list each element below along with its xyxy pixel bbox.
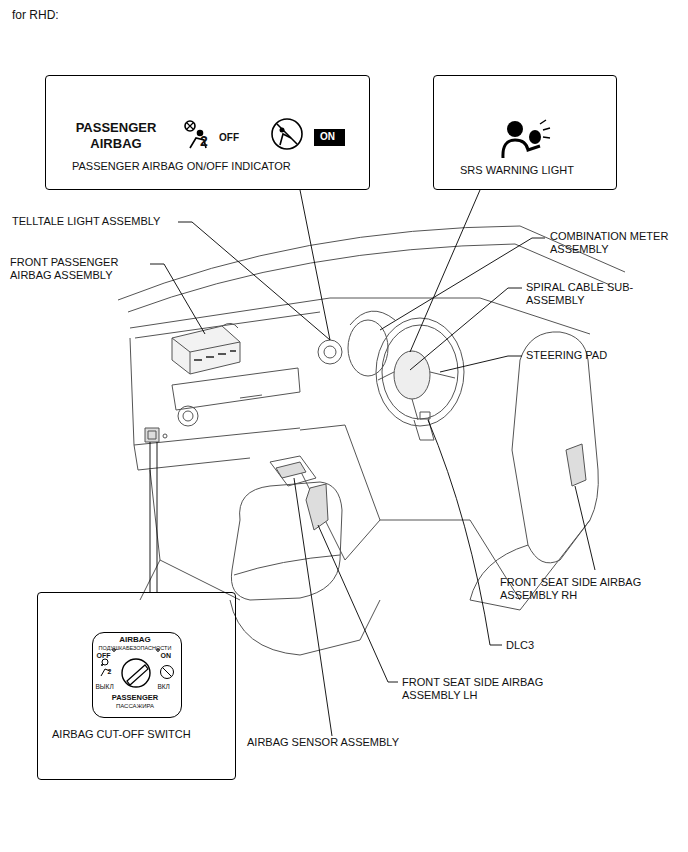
callout-box: AIRBAG CUT-OFF SWITCH AIRBAGПОДУШКАБЕЗОПА… — [37, 592, 236, 780]
switch-text: ПОДУШКАБЕЗОПАСНОСТИ — [93, 645, 178, 652]
part-name: FRONT PASSENGER AIRBAG ASSEMBLY — [10, 256, 150, 282]
switch-text: PASSENGER — [93, 693, 178, 702]
indicator-text: ON — [314, 131, 341, 143]
page-title: for RHD: — [12, 8, 59, 22]
part-name: FRONT SEAT SIDE AIRBAG ASSEMBLY LH — [402, 676, 567, 702]
switch-knob — [101, 649, 174, 687]
callout-box: SRS WARNING LIGHT — [433, 75, 617, 190]
part-name: FRONT SEAT SIDE AIRBAG ASSEMBLY RH — [500, 576, 665, 602]
on-badge: ON — [314, 129, 345, 146]
part-name: TELLTALE LIGHT ASSEMBLY — [12, 215, 182, 228]
icon-number: 2 — [108, 668, 112, 676]
leader-lines — [150, 190, 595, 736]
indicator-text: PASSENGER AIRBAG — [66, 120, 166, 151]
callout-box: PASSENGER AIRBAG 2 OFF PASSENGER AIRBAG ON/… — [45, 75, 370, 190]
switch-text: ВЫКЛ — [96, 683, 114, 691]
switch-text: AIRBAG — [93, 635, 178, 645]
part-name: SPIRAL CABLE SUB-ASSEMBLY — [526, 281, 636, 307]
switch-text: ПАССАЖИРА — [93, 703, 178, 710]
part-name: SRS WARNING LIGHT — [460, 164, 574, 177]
part-name: AIRBAG CUT-OFF SWITCH — [52, 728, 191, 741]
part-name: COMBINATION METER ASSEMBLY — [550, 230, 678, 256]
part-name: DLC3 — [506, 639, 566, 652]
indicator-text: OFF — [219, 132, 239, 144]
switch-text: ВКЛ — [158, 683, 170, 691]
switch-panel: AIRBAGПОДУШКАБЕЗОПАСНОСТИOFF ON 2ВЫКЛ ВКЛ PA… — [92, 632, 182, 718]
icon-number: 2 — [200, 133, 208, 150]
part-name: AIRBAG SENSOR ASSEMBLY — [247, 736, 437, 749]
switch-text: OFF — [97, 652, 111, 660]
indicator-icons — [185, 119, 550, 158]
part-name: PASSENGER AIRBAG ON/OFF INDICATOR — [72, 160, 291, 173]
part-name: STEERING PAD — [526, 349, 656, 362]
switch-text: ON — [161, 652, 172, 660]
